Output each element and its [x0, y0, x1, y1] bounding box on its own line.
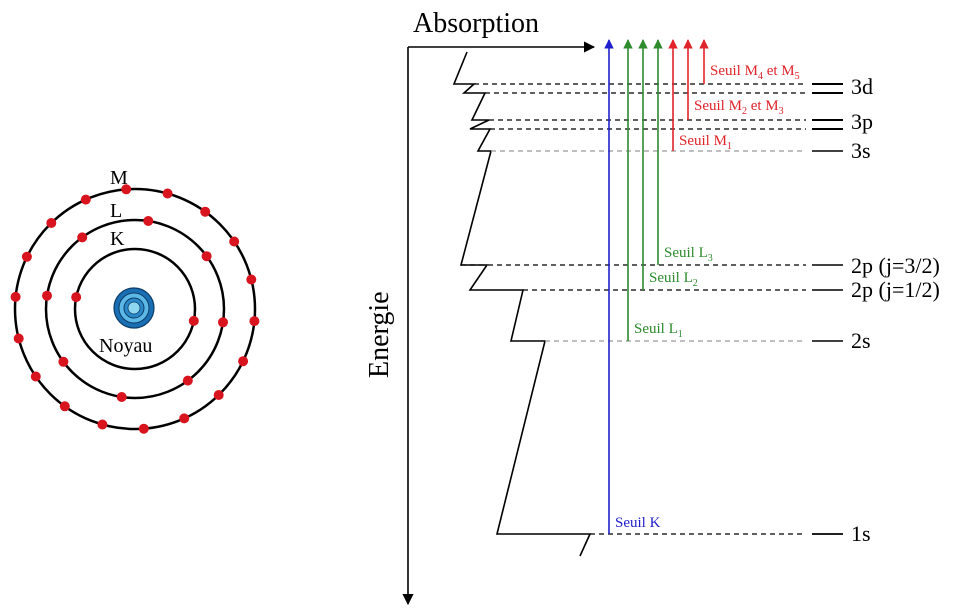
electron-m [200, 206, 211, 217]
absorption-axis-label: Absorption [413, 8, 539, 39]
edge-label-l1: Seuil L1 [634, 321, 683, 340]
shell-m [13, 187, 257, 431]
electron-l [77, 232, 88, 243]
electron-m [213, 390, 224, 400]
shell-label-m: M [110, 167, 128, 189]
level-label-2p12: 2p (j=1/2) [851, 277, 940, 302]
electron-l [218, 317, 228, 328]
electron-m [238, 356, 249, 367]
shell-l [44, 218, 226, 400]
level-label-2p32: 2p (j=3/2) [851, 253, 940, 278]
energy-levels [461, 83, 843, 535]
electron-l [42, 290, 52, 301]
electron-m [162, 188, 173, 199]
nucleus-label: Noyau [99, 335, 152, 357]
electron-m [249, 316, 260, 327]
level-label-3p: 3p [851, 109, 873, 134]
electron-m [246, 274, 257, 285]
electron-k [188, 315, 199, 326]
level-label-2s: 2s [851, 328, 871, 353]
edge-arrows [604, 39, 709, 534]
shell-k [73, 247, 197, 371]
level-label-1s: 1s [851, 521, 871, 546]
level-label-3d: 3d [851, 74, 873, 99]
electron-m [59, 401, 70, 412]
axes: Absorption Energie [364, 8, 596, 606]
electrons [10, 184, 260, 434]
nucleus [113, 287, 155, 329]
shell-label-k: K [110, 228, 125, 250]
absorption-curve [452, 51, 592, 557]
level-labels: 3d 3p 3s 2p (j=3/2) 2p (j=1/2) 2s 1s [851, 74, 940, 546]
shell-label-l: L [110, 200, 122, 222]
edge-label-m45: Seuil M4 et M5 [710, 63, 800, 82]
electron-l [116, 392, 127, 402]
edge-labels: Seuil K Seuil L1 Seuil L2 Seuil L3 Seuil… [615, 63, 800, 531]
electron-l [182, 375, 193, 386]
electron-m [138, 423, 149, 434]
electron-m [80, 194, 91, 205]
edge-label-l3: Seuil L3 [664, 245, 713, 264]
electron-m [121, 184, 132, 195]
electron-m [21, 251, 32, 262]
electron-m [179, 413, 190, 424]
electron-m [97, 419, 108, 430]
electron-m [13, 333, 24, 344]
electron-m [229, 236, 240, 247]
electron-l [58, 356, 69, 367]
electron-m [30, 371, 41, 382]
electron-m [46, 218, 57, 228]
edge-label-l2: Seuil L2 [649, 270, 698, 289]
electron-k [71, 292, 82, 303]
energy-axis-label: Energie [364, 291, 395, 378]
edge-label-k: Seuil K [615, 515, 661, 531]
level-label-3s: 3s [851, 138, 871, 163]
atom-model: M L K Noyau [10, 167, 260, 434]
electron-l [143, 216, 154, 226]
edge-label-m1: Seuil M1 [679, 133, 732, 152]
electron-m [10, 291, 21, 302]
edge-label-m23: Seuil M2 et M3 [694, 98, 784, 117]
electron-l [201, 251, 212, 262]
